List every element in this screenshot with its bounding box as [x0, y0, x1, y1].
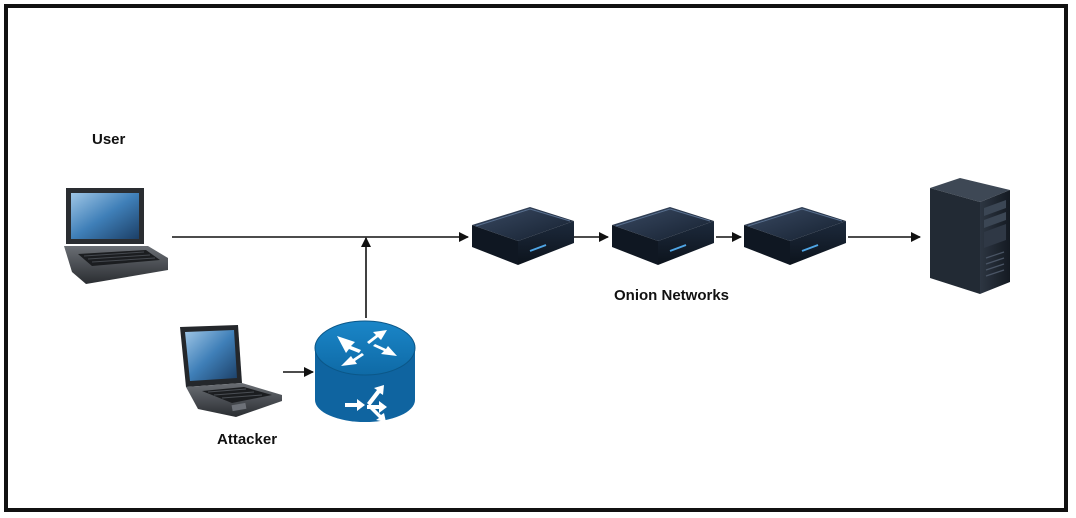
router-icon: [314, 320, 416, 422]
diagram-frame: [4, 4, 1068, 512]
onion-relay-2-icon: [612, 207, 714, 265]
attacker-laptop-icon: [180, 325, 282, 417]
onion-relay-3-icon: [744, 207, 846, 265]
server-tower-icon: [930, 178, 1010, 294]
onion-networks-label: Onion Networks: [614, 287, 730, 304]
user-laptop-icon: [64, 188, 168, 284]
attacker-label: Attacker: [217, 431, 278, 448]
onion-relay-1-icon: [472, 207, 574, 265]
connection-arrows: [172, 232, 921, 377]
user-label: User: [92, 131, 126, 148]
